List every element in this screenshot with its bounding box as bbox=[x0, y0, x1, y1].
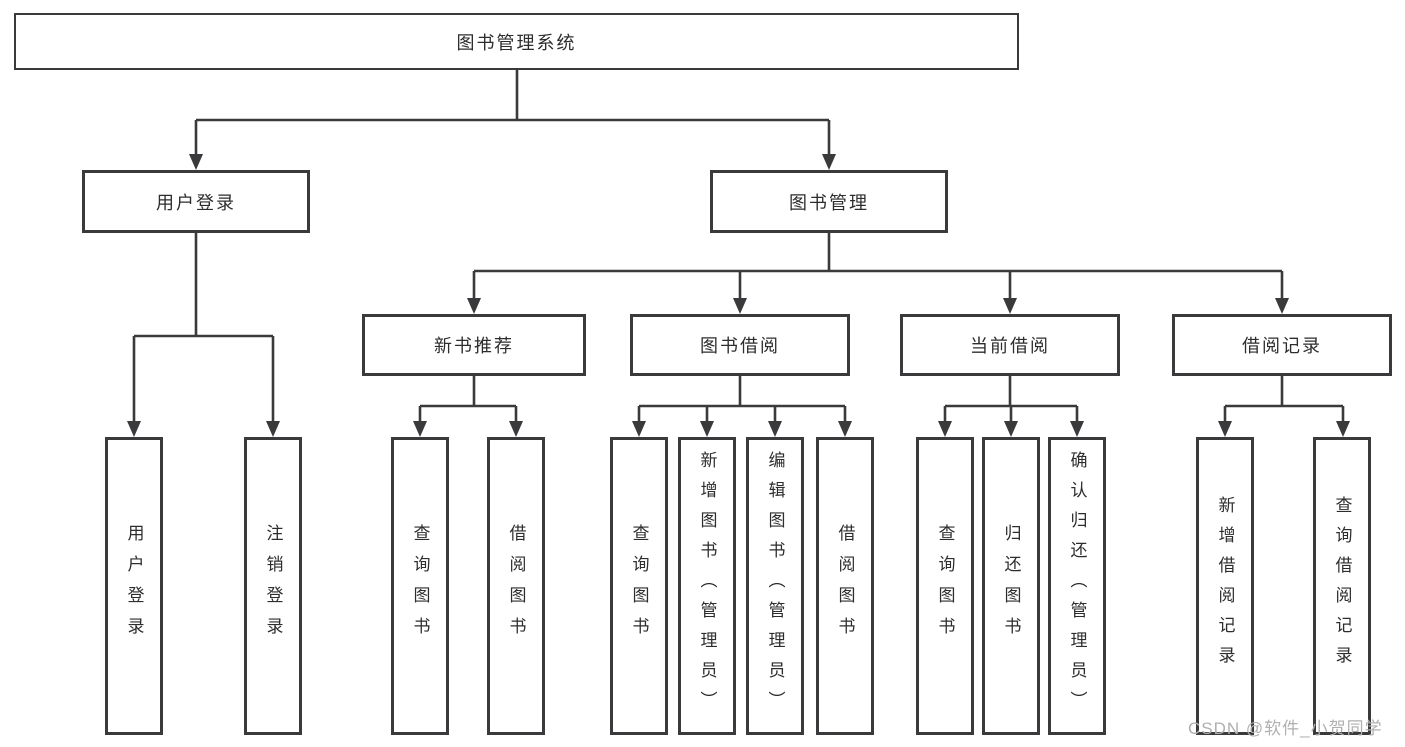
node-label: 新增借阅记录 bbox=[1215, 496, 1235, 676]
node-label: 查询图书 bbox=[410, 524, 430, 648]
node-borrow-record: 借阅记录 bbox=[1172, 314, 1392, 376]
leaf-user-login: 用户登录 bbox=[105, 437, 163, 735]
connector-book-mgmt-to-level3 bbox=[472, 233, 1284, 299]
node-label: 查询借阅记录 bbox=[1332, 496, 1352, 676]
node-book-borrow: 图书借阅 bbox=[630, 314, 850, 376]
arrowhead bbox=[413, 421, 427, 437]
node-label: 借阅图书 bbox=[835, 524, 855, 648]
node-label: 图书管理 bbox=[789, 192, 869, 213]
leaf-borrow-books-newbook: 借阅图书 bbox=[487, 437, 545, 735]
node-new-book-recommend: 新书推荐 bbox=[362, 314, 586, 376]
arrowhead bbox=[822, 154, 836, 170]
node-user-login: 用户登录 bbox=[82, 170, 310, 233]
arrowhead bbox=[127, 421, 141, 437]
leaf-query-borrow-record: 查询借阅记录 bbox=[1313, 437, 1371, 735]
arrowhead bbox=[1004, 421, 1018, 437]
leaf-return-books: 归还图书 bbox=[982, 437, 1040, 735]
node-label: 编辑图书（管理员） bbox=[765, 451, 785, 721]
arrowhead bbox=[768, 421, 782, 437]
leaf-add-borrow-record: 新增借阅记录 bbox=[1196, 437, 1254, 735]
node-label: 借阅图书 bbox=[506, 524, 526, 648]
arrowhead bbox=[838, 421, 852, 437]
leaf-confirm-return-admin: 确认归还（管理员） bbox=[1048, 437, 1106, 735]
arrowhead bbox=[266, 421, 280, 437]
connector-user-login-to-leaves bbox=[132, 233, 275, 422]
node-root-system: 图书管理系统 bbox=[14, 13, 1019, 70]
node-current-borrow: 当前借阅 bbox=[900, 314, 1120, 376]
arrowhead bbox=[1003, 298, 1017, 314]
leaf-query-books-newbook: 查询图书 bbox=[391, 437, 449, 735]
node-label: 归还图书 bbox=[1001, 524, 1021, 648]
node-label: 查询图书 bbox=[935, 524, 955, 648]
arrowhead bbox=[938, 421, 952, 437]
leaf-borrow-books: 借阅图书 bbox=[816, 437, 874, 735]
node-label: 用户登录 bbox=[156, 192, 236, 213]
csdn-watermark: CSDN @软件_小贺同学 bbox=[1188, 719, 1383, 738]
arrowhead bbox=[509, 421, 523, 437]
leaf-add-books-admin: 新增图书（管理员） bbox=[678, 437, 736, 735]
leaf-logout: 注销登录 bbox=[244, 437, 302, 735]
node-label: 图书管理系统 bbox=[456, 32, 577, 53]
node-label: 借阅记录 bbox=[1242, 336, 1322, 356]
arrowhead bbox=[700, 421, 714, 437]
arrowhead bbox=[733, 298, 747, 314]
leaf-query-books-current: 查询图书 bbox=[916, 437, 974, 735]
connector-current-borrow-to-leaves bbox=[943, 376, 1079, 422]
arrowhead bbox=[632, 421, 646, 437]
node-label: 注销登录 bbox=[263, 524, 283, 648]
node-label: 确认归还（管理员） bbox=[1067, 451, 1087, 721]
arrowhead bbox=[467, 298, 481, 314]
node-label: 新增图书（管理员） bbox=[697, 451, 717, 721]
leaf-query-books-borrow: 查询图书 bbox=[610, 437, 668, 735]
connector-new-book-to-leaves bbox=[418, 376, 518, 422]
arrowhead bbox=[1070, 421, 1084, 437]
connector-borrow-record-to-leaves bbox=[1223, 376, 1345, 422]
node-label: 用户登录 bbox=[124, 524, 144, 648]
node-label: 图书借阅 bbox=[700, 336, 780, 356]
arrowhead bbox=[189, 154, 203, 170]
node-book-mgmt: 图书管理 bbox=[710, 170, 948, 233]
node-label: 当前借阅 bbox=[970, 336, 1050, 356]
arrowhead bbox=[1275, 298, 1289, 314]
leaf-edit-books-admin: 编辑图书（管理员） bbox=[746, 437, 804, 735]
arrowhead bbox=[1218, 421, 1232, 437]
connector-book-borrow-to-leaves bbox=[637, 376, 847, 422]
node-label: 查询图书 bbox=[629, 524, 649, 648]
connector-root-to-level2 bbox=[194, 70, 831, 155]
node-label: 新书推荐 bbox=[434, 336, 514, 356]
arrowhead bbox=[1336, 421, 1350, 437]
